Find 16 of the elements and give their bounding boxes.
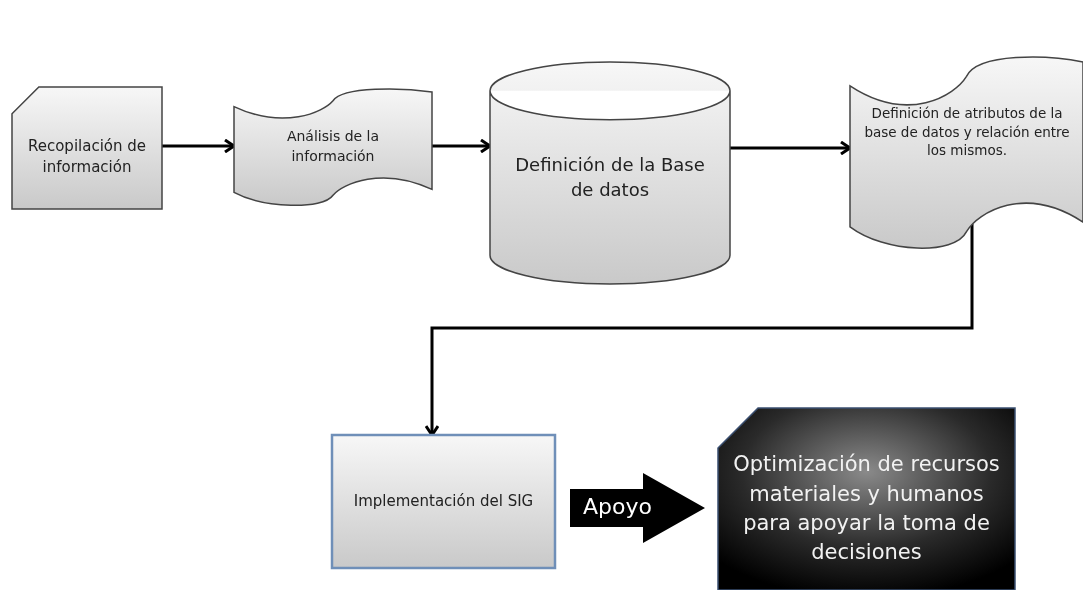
process-card <box>11 86 163 210</box>
arrow <box>432 138 492 154</box>
process-box <box>330 433 557 570</box>
node-label: Análisis de la información <box>285 127 381 166</box>
database-cylinder <box>489 61 731 285</box>
arrow <box>730 140 852 156</box>
arrow <box>162 138 236 154</box>
arrow <box>424 224 974 437</box>
node-label: Implementación del SIG <box>353 491 534 512</box>
result-card <box>717 407 1016 590</box>
node-label: Optimización de recursos materiales y humanos para apoyar la toma de decisiones <box>732 451 1001 567</box>
tape-shape <box>849 56 1083 249</box>
node-label: Recopilación de información <box>26 136 148 178</box>
node-label: Definición de la Base de datos <box>514 152 706 202</box>
node-label: Definición de atributos de la base de datos y relación entre los mismos. <box>863 103 1071 161</box>
tape-shape <box>233 88 433 206</box>
